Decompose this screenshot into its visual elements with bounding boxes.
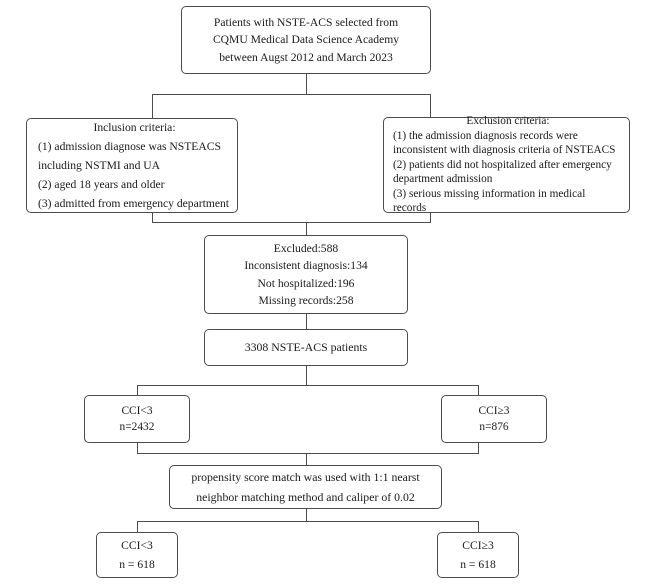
node-exclusion-line-2: inconsistent with diagnosis criteria of …	[393, 144, 616, 157]
node-inclusion-heading: Inclusion criteria:	[93, 121, 176, 134]
node-cohort-line-1: 3308 NSTE-ACS patients	[244, 340, 368, 354]
node-psm-line-2: neighbor matching method and caliper of …	[196, 490, 415, 504]
connector-split-cci	[137, 385, 479, 387]
node-inclusion-line-1: (1) admission diagnose was NSTEACS	[38, 140, 221, 153]
connector-inclusion-down	[152, 212, 154, 223]
node-exclusion-line-4: department admission	[393, 173, 493, 186]
node-excluded-line-4: Missing records:258	[258, 294, 354, 307]
node-exclusion-line-3: (2) patients did not hospitalized after …	[393, 158, 612, 171]
connector-merge-cci	[137, 453, 479, 455]
connector-to-excluded	[305, 222, 307, 235]
connector-cohort-down	[305, 366, 307, 386]
connector-to-inclusion	[152, 94, 154, 118]
node-excluded-line-3: Not hospitalized:196	[257, 276, 355, 290]
node-exclusion-line-5: (3) serious missing information in medic…	[393, 187, 586, 200]
connector-cci-low-down	[137, 443, 139, 454]
node-cci-low-label: CCI<3	[121, 405, 153, 417]
node-matched-cci-high-group: CCI≥3 n = 618	[437, 532, 519, 578]
node-analysis-cohort: 3308 NSTE-ACS patients	[204, 329, 408, 366]
node-matched-low-count: n = 618	[119, 558, 155, 571]
connector-to-matched-high	[478, 521, 480, 532]
node-source-population: Patients with NSTE-ACS selected from CQM…	[181, 6, 431, 74]
node-psm-line-1: propensity score match was used with 1:1…	[191, 470, 420, 484]
connector-cci-high-down	[478, 443, 480, 454]
node-exclusion-line-6: records	[393, 202, 427, 215]
node-source-line-2: CQMU Medical Data Science Academy	[212, 33, 400, 47]
connector-to-cci-low	[137, 385, 139, 395]
connector-to-cci-high	[478, 385, 480, 395]
node-matched-cci-low-group: CCI<3 n = 618	[96, 532, 178, 578]
node-inclusion-criteria: Inclusion criteria: (1) admission diagno…	[26, 118, 238, 213]
connector-merge-criteria	[152, 222, 431, 224]
node-cci-high-group: CCI≥3 n=876	[441, 395, 547, 443]
node-inclusion-line-3: (2) aged 18 years and older	[38, 178, 165, 191]
node-source-line-1: Patients with NSTE-ACS selected from	[213, 15, 399, 29]
node-excluded-counts: Excluded:588 Inconsistent diagnosis:134 …	[204, 235, 408, 314]
node-exclusion-criteria: Exclusion criteria: (1) the admission di…	[383, 114, 630, 215]
node-excluded-line-1: Excluded:588	[273, 241, 339, 255]
node-propensity-score-match: propensity score match was used with 1:1…	[169, 465, 442, 509]
node-matched-low-label: CCI<3	[121, 539, 153, 552]
node-cci-high-count: n=876	[479, 421, 509, 433]
connector-psm-down	[305, 508, 307, 522]
connector-to-psm	[305, 453, 307, 465]
connector-exclusion-down	[430, 212, 432, 223]
connector-source-down	[305, 74, 307, 95]
node-exclusion-heading: Exclusion criteria:	[466, 114, 550, 127]
node-matched-high-label: CCI≥3	[462, 539, 494, 552]
connector-to-exclusion	[430, 94, 432, 117]
connector-split-matched	[137, 521, 479, 523]
node-excluded-line-2: Inconsistent diagnosis:134	[244, 259, 368, 272]
node-cci-low-count: n=2432	[119, 421, 155, 433]
node-matched-high-count: n = 618	[460, 558, 496, 571]
connector-excluded-to-cohort	[305, 314, 307, 329]
connector-split-criteria	[152, 94, 431, 96]
node-inclusion-line-2: including NSTMI and UA	[38, 159, 161, 172]
node-cci-high-label: CCI≥3	[478, 405, 510, 417]
node-inclusion-line-4: (3) admitted from emergency department	[38, 197, 230, 210]
node-cci-low-group: CCI<3 n=2432	[84, 395, 190, 443]
connector-to-matched-low	[137, 521, 139, 532]
node-exclusion-line-1: (1) the admission diagnosis records were	[393, 129, 578, 142]
node-source-line-3: between Augst 2012 and March 2023	[219, 50, 393, 64]
